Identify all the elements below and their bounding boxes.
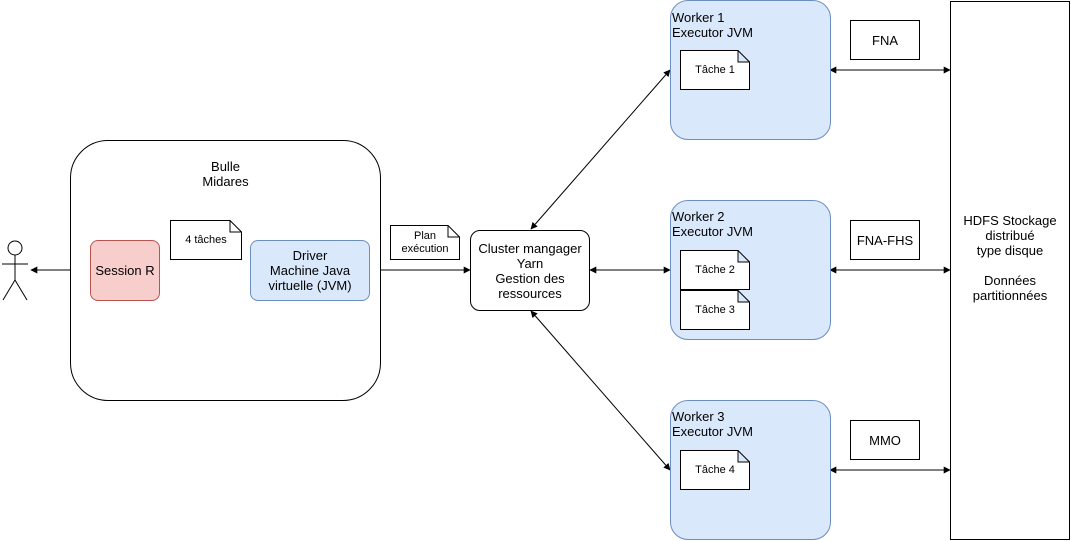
hdfs-line1: HDFS Stockage [963,213,1057,228]
worker-1-title-line1: Worker 1 [672,10,725,25]
driver-line1: Driver [292,248,328,263]
hdfs-storage-box[interactable]: HDFS Stockage distribué type disque Donn… [950,1,1070,540]
note-plan-execution: Plan exécution [390,225,460,260]
worker-2-title-line2: Executor JVM [672,224,753,239]
partition-label-fna-fhs: FNA-FHS [856,232,914,248]
driver-line3: virtuelle (JVM) [268,278,352,293]
task-note-2-label: Tâche 2 [695,263,735,276]
partition-label-fna: FNA [872,32,898,48]
cluster-manager-box[interactable]: Cluster mangager Yarn Gestion des ressou… [470,230,590,311]
cluster-manager-line2: Yarn [516,255,544,271]
worker-2-title-line1: Worker 2 [672,209,725,224]
note-plan-line1: Plan [413,229,437,242]
worker-3-title: Worker 3 Executor JVM [672,409,753,439]
cluster-manager-line3: Gestion des [495,270,565,286]
driver-line2: Machine Java [269,263,351,278]
arrow-cluster-worker3 [530,310,671,471]
partition-label-mmo: MMO [869,432,901,448]
worker-1-title-line2: Executor JVM [672,25,753,40]
worker-3-title-line2: Executor JVM [672,424,753,439]
cluster-manager-line1: Cluster mangager [478,240,582,256]
bulle-title-line2: Midares [202,174,249,189]
cluster-manager-line4: ressources [498,285,562,301]
task-note-2: Tâche 2 [680,250,750,290]
hdfs-line5: partitionnées [972,288,1048,303]
note-four-tasks-label: 4 tâches [185,233,227,246]
hdfs-line3: type disque [976,243,1044,258]
task-note-1-label: Tâche 1 [695,63,735,76]
session-r-box[interactable]: Session R [90,240,160,301]
arrow-cluster-worker1 [530,69,671,230]
task-note-4: Tâche 4 [680,450,750,490]
note-four-tasks: 4 tâches [170,220,242,260]
partition-box-fna: FNA [850,20,920,60]
hdfs-line4: Données [983,273,1037,288]
task-note-3-label: Tâche 3 [695,303,735,316]
hdfs-line2: distribué [985,228,1035,243]
task-note-3: Tâche 3 [680,290,750,330]
worker-2-title: Worker 2 Executor JVM [672,209,753,239]
note-plan-line2: exécution [401,242,449,255]
partition-box-mmo: MMO [850,420,920,460]
user-actor-icon [2,240,28,301]
bulle-title: Bulle Midares [0,159,381,189]
task-note-4-label: Tâche 4 [695,463,735,476]
worker-1-title: Worker 1 Executor JVM [672,10,753,40]
worker-3-title-line1: Worker 3 [672,409,725,424]
bulle-title-line1: Bulle [211,159,240,174]
partition-box-fna-fhs: FNA-FHS [850,220,920,260]
session-r-label: Session R [95,263,155,278]
driver-box[interactable]: Driver Machine Java virtuelle (JVM) [250,240,370,301]
task-note-1: Tâche 1 [680,50,750,90]
